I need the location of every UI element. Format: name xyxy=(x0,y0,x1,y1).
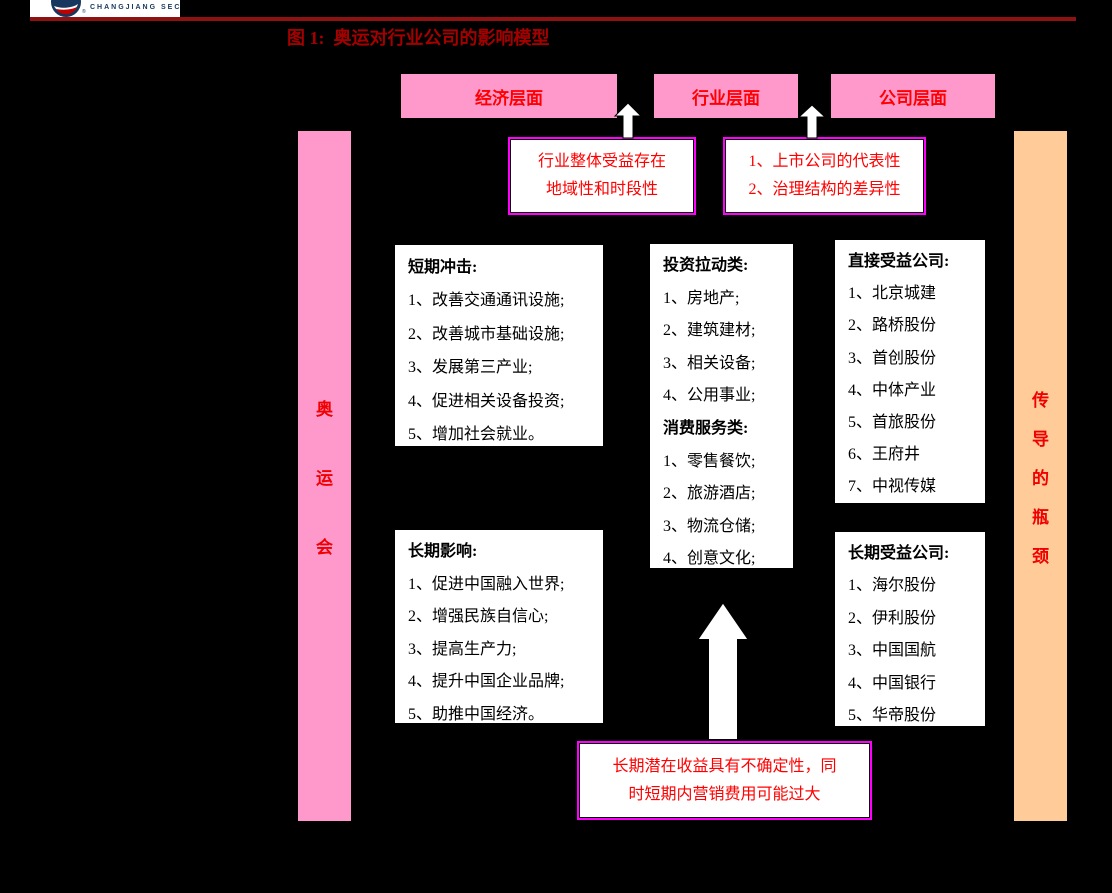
panel-title: 短期冲击: xyxy=(408,259,478,276)
panel-line: 2、建筑建材; xyxy=(663,322,756,340)
panel-title: 消费服务类: xyxy=(663,419,749,437)
header-rule xyxy=(30,17,1076,21)
panel-line: 7、中视传媒 xyxy=(848,478,937,496)
panel-line: 2、伊利股份 xyxy=(848,609,937,627)
panel-direct-beneficiaries: 直接受益公司: 1、北京城建 2、路桥股份 3、首创股份 4、中体产业 5、首旅… xyxy=(833,238,987,505)
panel-title: 投资拉动类: xyxy=(663,257,749,274)
panel-line: 1、促进中国融入世界; xyxy=(408,575,565,593)
panel-line: 5、首旅股份 xyxy=(848,414,937,432)
panel-line: 3、中国国航 xyxy=(848,642,937,660)
panel-line: 3、提高生产力; xyxy=(408,640,517,658)
panel-title: 长期影响: xyxy=(408,543,478,560)
panel-line: 5、助推中国经济。 xyxy=(408,705,545,723)
panel-line: 4、创意文化; xyxy=(663,550,756,568)
olympics-bar: 奥 运 会 xyxy=(298,131,351,821)
changjiang-logo-icon xyxy=(51,0,81,17)
panel-line: 1、零售餐饮; xyxy=(663,452,756,470)
panel-line: 3、首创股份 xyxy=(848,349,937,367)
bar-char: 颈 xyxy=(1032,546,1049,566)
panel-line: 2、增强民族自信心; xyxy=(408,608,549,626)
panel-line: 4、提升中国企业品牌; xyxy=(408,673,565,691)
up-arrow-company-to-gap-icon xyxy=(797,104,827,139)
note-line: 2、治理结构的差异性 xyxy=(748,181,901,198)
bar-char: 运 xyxy=(316,468,333,488)
panel-line: 2、改善城市基础设施; xyxy=(408,325,565,343)
panel-line: 4、中体产业 xyxy=(848,381,937,399)
level-label: 行业层面 xyxy=(692,88,760,108)
bar-char: 的 xyxy=(1032,468,1049,488)
panel-title: 直接受益公司: xyxy=(848,253,950,270)
level-label: 公司层面 xyxy=(879,88,947,108)
panel-line: 6、王府井 xyxy=(848,446,921,464)
note-line: 地域性和时段性 xyxy=(545,181,658,198)
long-term-risk-note: 长期潜在收益具有不确定性，同 时短期内营销费用可能过大 xyxy=(577,741,872,820)
panel-line: 2、旅游酒店; xyxy=(663,485,756,503)
note-line: 长期潜在收益具有不确定性，同 xyxy=(612,757,837,775)
bar-char: 瓶 xyxy=(1032,507,1049,527)
level-box-industry: 行业层面 xyxy=(654,74,798,118)
level-label: 经济层面 xyxy=(475,88,543,108)
brand-logo: ® CHANGJIANG SECURITIES xyxy=(30,0,180,18)
bar-char: 会 xyxy=(316,537,333,557)
panel-line: 4、促进相关设备投资; xyxy=(408,392,565,410)
panel-line: 1、北京城建 xyxy=(848,285,937,303)
figure-title: 图 1: 奥运对行业公司的影响模型 xyxy=(287,28,550,48)
panel-line: 1、房地产; xyxy=(663,289,740,307)
note-line: 行业整体受益存在 xyxy=(537,153,666,170)
brand-name: CHANGJIANG SECURITIES xyxy=(90,4,180,11)
panel-line: 4、公用事业; xyxy=(663,387,756,405)
panel-line: 5、华帝股份 xyxy=(848,707,937,725)
panel-long-term-impact: 长期影响: 1、促进中国融入世界; 2、增强民族自信心; 3、提高生产力; 4、… xyxy=(393,528,605,725)
panel-line: 4、中国银行 xyxy=(848,674,937,692)
panel-short-term-impact: 短期冲击: 1、改善交通通讯设施; 2、改善城市基础设施; 3、发展第三产业; … xyxy=(393,243,605,448)
company-governance-note: 1、上市公司的代表性 2、治理结构的差异性 xyxy=(723,137,926,215)
panel-title: 长期受益公司: xyxy=(848,545,950,562)
up-arrow-industry-to-gap-icon xyxy=(613,102,643,139)
panel-industry-drivers: 投资拉动类: 1、房地产; 2、建筑建材; 3、相关设备; 4、公用事业; 消费… xyxy=(648,242,795,570)
transmission-bottleneck-bar: 传 导 的 瓶 颈 xyxy=(1014,131,1067,821)
note-line: 1、上市公司的代表性 xyxy=(748,153,901,170)
bar-char: 传 xyxy=(1032,390,1049,410)
up-arrow-note-to-drivers-icon xyxy=(695,600,751,741)
panel-line: 5、增加社会就业。 xyxy=(408,426,545,444)
note-line: 时短期内营销费用可能过大 xyxy=(628,785,821,803)
panel-line: 1、改善交通通讯设施; xyxy=(408,292,565,310)
bar-char: 导 xyxy=(1032,429,1049,449)
panel-line: 3、物流仓储; xyxy=(663,517,756,535)
level-box-company: 公司层面 xyxy=(831,74,995,118)
panel-line: 3、发展第三产业; xyxy=(408,359,533,377)
industry-benefit-note: 行业整体受益存在 地域性和时段性 xyxy=(508,137,696,215)
level-box-economy: 经济层面 xyxy=(401,74,617,118)
panel-line: 1、海尔股份 xyxy=(848,577,937,595)
panel-line: 2、路桥股份 xyxy=(848,317,937,335)
panel-long-term-beneficiaries: 长期受益公司: 1、海尔股份 2、伊利股份 3、中国国航 4、中国银行 5、华帝… xyxy=(833,530,987,728)
panel-line: 3、相关设备; xyxy=(663,354,756,372)
registered-mark: ® xyxy=(82,9,86,15)
bar-char: 奥 xyxy=(316,399,333,419)
